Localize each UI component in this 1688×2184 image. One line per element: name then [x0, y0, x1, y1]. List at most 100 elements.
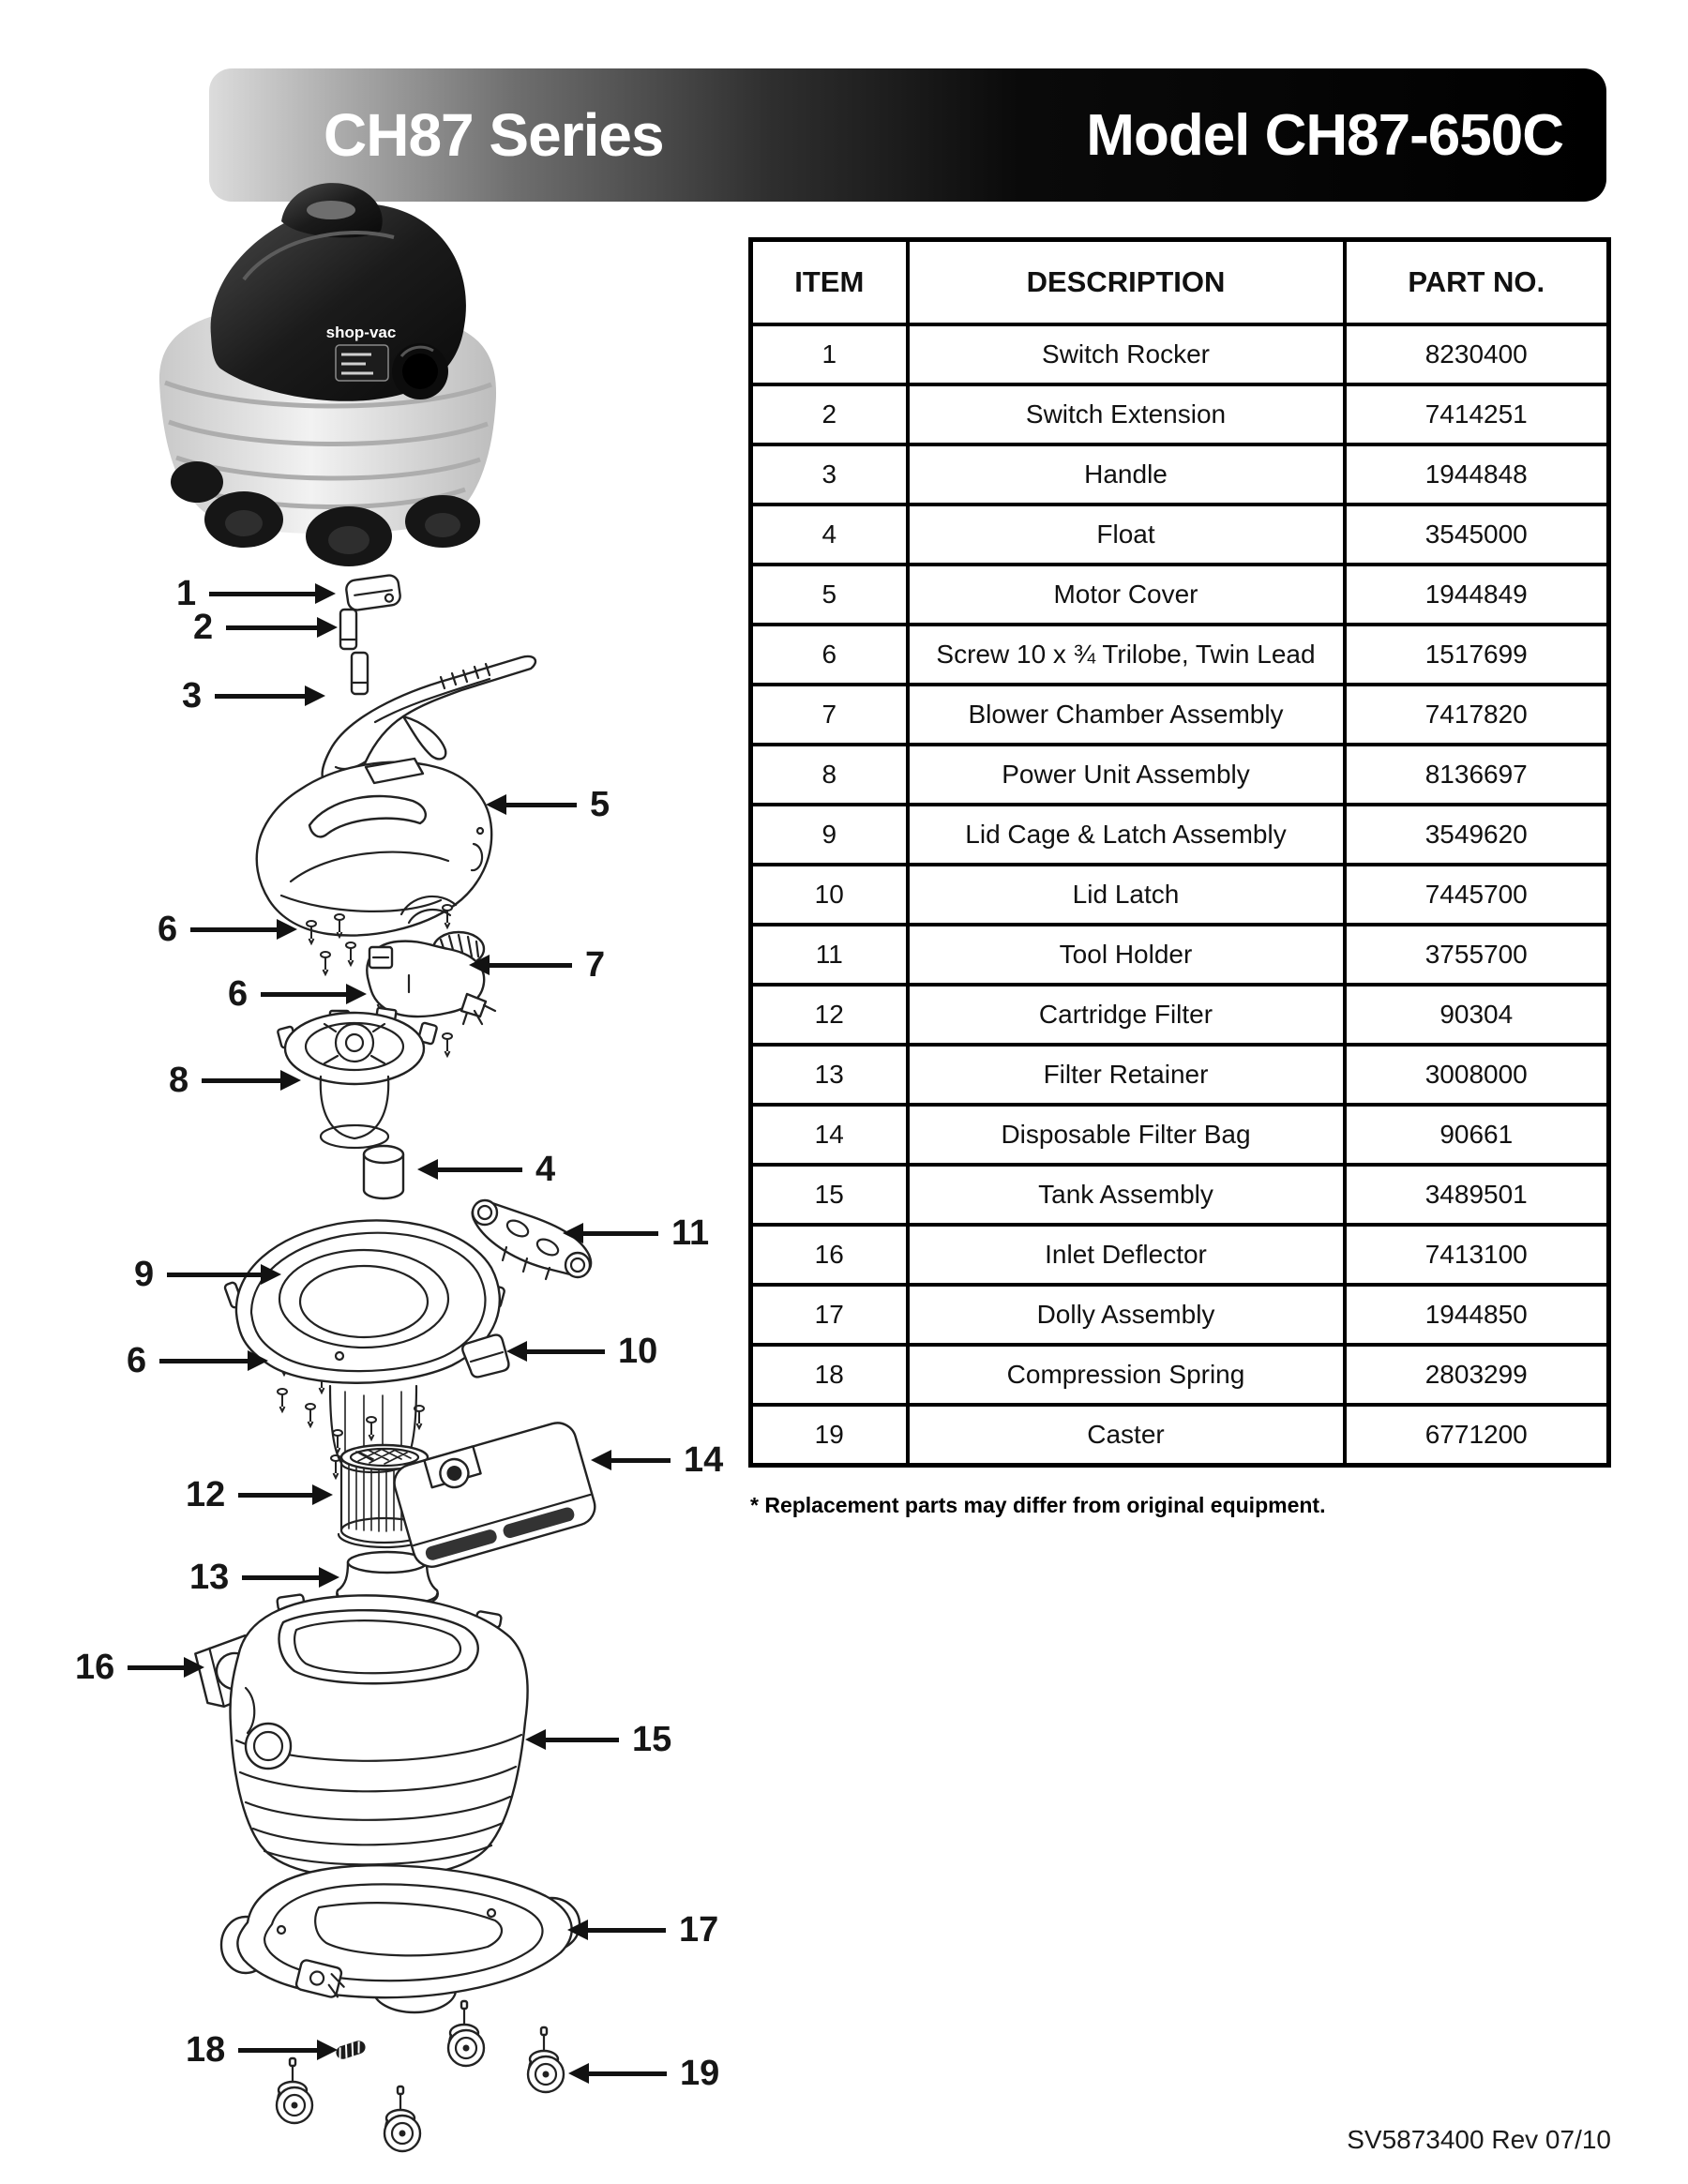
arrow-right-icon: [312, 1484, 334, 1505]
part-dolly: [219, 1864, 581, 2014]
table-cell: 3489501: [1342, 1163, 1611, 1227]
callout-1: 1: [176, 576, 337, 611]
callout-10: 10: [506, 1333, 657, 1369]
part-blower-chamber: [366, 930, 497, 1026]
table-cell: 8: [748, 743, 910, 806]
table-cell: 4: [748, 503, 910, 566]
table-cell: 1944850: [1342, 1283, 1611, 1347]
table-cell: 2803299: [1342, 1343, 1611, 1407]
table-cell: 6: [748, 623, 910, 686]
table-cell: Power Unit Assembly: [905, 743, 1347, 806]
table-cell: 7414251: [1342, 383, 1611, 446]
table-cell: 14: [748, 1103, 910, 1167]
part-cartridge-filter: [337, 1443, 432, 1549]
table-cell: Filter Retainer: [905, 1043, 1347, 1107]
product-photo: shop-vac: [158, 183, 497, 566]
callout-18: 18: [186, 2032, 339, 2068]
callout-3: 3: [182, 678, 326, 714]
arrow-right-icon: [317, 617, 339, 638]
brand-label: shop-vac: [326, 324, 397, 341]
arrow-left-icon: [506, 1341, 527, 1362]
table-cell: Lid Latch: [905, 863, 1347, 926]
table-cell: 16: [748, 1223, 910, 1287]
photo-cover-highlight: [242, 231, 395, 281]
table-cell: 7445700: [1342, 863, 1611, 926]
column-header-description: DESCRIPTION: [905, 237, 1347, 326]
part-lid-cage: [223, 1219, 505, 1474]
model-title: Model CH87-650C: [1086, 102, 1564, 168]
table-cell: 1944849: [1342, 563, 1611, 626]
table-cell: Handle: [905, 443, 1347, 506]
arrow-right-icon: [305, 685, 326, 706]
table-cell: Compression Spring: [905, 1343, 1347, 1407]
table-cell: 7417820: [1342, 683, 1611, 746]
part-tool-holder: [471, 1198, 593, 1281]
part-switch-extension: [339, 608, 369, 696]
table-cell: 11: [748, 923, 910, 987]
table-cell: 1: [748, 323, 910, 386]
callout-6b: 6: [228, 976, 368, 1012]
table-cell: 15: [748, 1163, 910, 1227]
table-cell: 1944848: [1342, 443, 1611, 506]
callout-5: 5: [486, 787, 610, 822]
callout-6a: 6: [158, 911, 298, 947]
table-cell: 90304: [1342, 983, 1611, 1047]
callout-8: 8: [169, 1062, 302, 1098]
callout-17: 17: [567, 1912, 718, 1948]
table-cell: 8136697: [1342, 743, 1611, 806]
column-header-item: ITEM: [748, 237, 910, 326]
part-motor-cover: [255, 757, 493, 937]
arrow-right-icon: [277, 919, 298, 940]
table-cell: 12: [748, 983, 910, 1047]
table-cell: 18: [748, 1343, 910, 1407]
photo-casters: [171, 461, 480, 566]
callout-6c: 6: [127, 1343, 269, 1378]
arrow-right-icon: [261, 1264, 282, 1285]
callout-9: 9: [134, 1257, 282, 1292]
spec-sticker: [335, 344, 389, 382]
table-cell: Tool Holder: [905, 923, 1347, 987]
table-cell: 19: [748, 1403, 910, 1468]
arrow-right-icon: [280, 1070, 302, 1091]
table-cell: Disposable Filter Bag: [905, 1103, 1347, 1167]
part-float: [362, 1144, 405, 1200]
table-cell: 5: [748, 563, 910, 626]
callout-7: 7: [469, 947, 605, 983]
table-cell: 3755700: [1342, 923, 1611, 987]
part-lid-latch: [461, 1333, 510, 1378]
arrow-right-icon: [346, 984, 368, 1004]
column-header-part-no: PART NO.: [1342, 237, 1611, 326]
table-cell: Float: [905, 503, 1347, 566]
arrow-left-icon: [417, 1159, 438, 1180]
part-tank: [229, 1593, 529, 1879]
document-revision: SV5873400 Rev 07/10: [1347, 2125, 1611, 2154]
arrow-left-icon: [563, 1223, 583, 1243]
series-title: CH87 Series: [324, 101, 665, 169]
table-cell: Inlet Deflector: [905, 1223, 1347, 1287]
callout-14: 14: [591, 1442, 723, 1478]
header-banner: CH87 Series Model CH87-650C: [209, 68, 1606, 202]
table-cell: 2: [748, 383, 910, 446]
callout-2: 2: [193, 610, 339, 645]
table-cell: Tank Assembly: [905, 1163, 1347, 1227]
table-cell: 10: [748, 863, 910, 926]
arrow-left-icon: [591, 1450, 611, 1470]
table-cell: 13: [748, 1043, 910, 1107]
arrow-right-icon: [184, 1657, 205, 1678]
table-cell: 7: [748, 683, 910, 746]
table-cell: Switch Extension: [905, 383, 1347, 446]
table-cell: 8230400: [1342, 323, 1611, 386]
table-cell: 17: [748, 1283, 910, 1347]
